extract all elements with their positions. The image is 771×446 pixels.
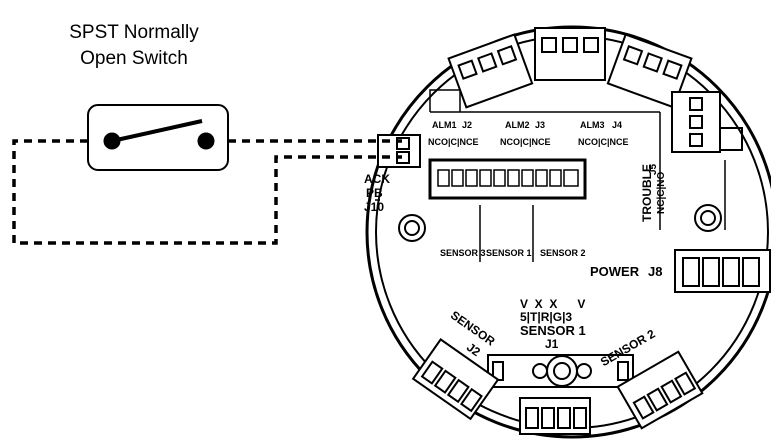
switch-lever xyxy=(111,119,203,143)
label-j4: J4 xyxy=(612,120,623,130)
label-power: POWER xyxy=(590,264,640,279)
board-inner-outline xyxy=(429,89,461,112)
dip-switch-bank xyxy=(428,158,587,200)
label-alm2-pins: NCO|C|NCE xyxy=(500,137,551,147)
label-j2: J2 xyxy=(462,120,473,130)
power-terminal-j8 xyxy=(674,249,771,293)
label-alm1-pins: NCO|C|NCE xyxy=(428,137,479,147)
label-alm3-pins: NCO|C|NCE xyxy=(578,137,629,147)
label-j1: J1 xyxy=(545,337,559,351)
label-pin-row: 5|T|R|G|3 xyxy=(520,310,573,324)
switch-title-line2: Open Switch xyxy=(80,48,188,69)
mounting-screw-right xyxy=(694,204,722,232)
terminal-block-top-right xyxy=(606,33,693,109)
switch-title-line1: SPST Normally xyxy=(69,22,199,43)
terminal-block-top-center xyxy=(534,27,606,81)
label-alm2: ALM2 xyxy=(505,120,530,130)
label-j3: J3 xyxy=(535,120,546,130)
label-pb: PB xyxy=(366,186,383,200)
label-alm3: ALM3 xyxy=(580,120,605,130)
switch-body xyxy=(87,104,229,171)
terminal-block-bottom-left xyxy=(411,338,500,421)
switch-contact-right xyxy=(197,132,215,150)
label-trouble-pins: NC|C|NO xyxy=(656,171,667,214)
label-sensor2-small: SENSOR 2 xyxy=(540,248,586,258)
wire-loop-left xyxy=(12,139,402,245)
mounting-screw-left xyxy=(398,214,426,242)
label-j5: J5 xyxy=(648,163,659,175)
sensor-j1-bar xyxy=(487,354,634,388)
label-ack: ACK xyxy=(364,172,390,186)
terminal-block-bottom-center xyxy=(519,397,591,435)
pcb-board-shapes xyxy=(365,25,771,439)
label-sensor1: SENSOR 1 xyxy=(520,323,586,338)
label-sensor3-small: SENSOR 3 xyxy=(440,248,486,258)
terminal-block-bottom-right xyxy=(616,350,704,430)
label-j8: J8 xyxy=(648,264,663,279)
label-sensor1-small: SENSOR 1 xyxy=(486,248,532,258)
label-alm1: ALM1 xyxy=(432,120,457,130)
dashed-wires xyxy=(12,139,402,245)
trouble-terminal-block xyxy=(671,91,743,153)
label-top-pins: V X X V xyxy=(520,297,586,311)
spst-switch-symbol xyxy=(87,104,229,171)
label-j10: J10 xyxy=(364,200,385,214)
terminal-block-top-left xyxy=(447,33,534,109)
